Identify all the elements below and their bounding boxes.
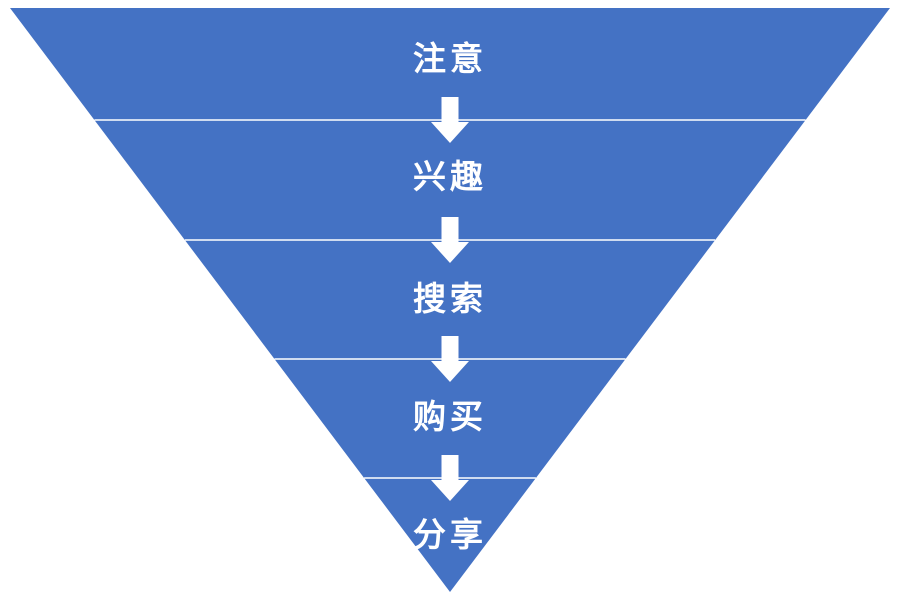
down-arrow-icon <box>431 455 469 501</box>
down-arrow-icon <box>431 217 469 263</box>
down-arrows <box>431 97 469 501</box>
funnel-triangle <box>10 8 890 592</box>
down-arrow-icon <box>431 97 469 143</box>
funnel-level-label: 搜索 <box>413 280 487 317</box>
down-arrow-icon <box>431 336 469 382</box>
funnel-level-label: 注意 <box>413 40 487 77</box>
funnel-level-label: 购买 <box>413 398 487 435</box>
funnel-level-label: 分享 <box>413 516 487 553</box>
funnel-level-label: 兴趣 <box>413 158 487 195</box>
